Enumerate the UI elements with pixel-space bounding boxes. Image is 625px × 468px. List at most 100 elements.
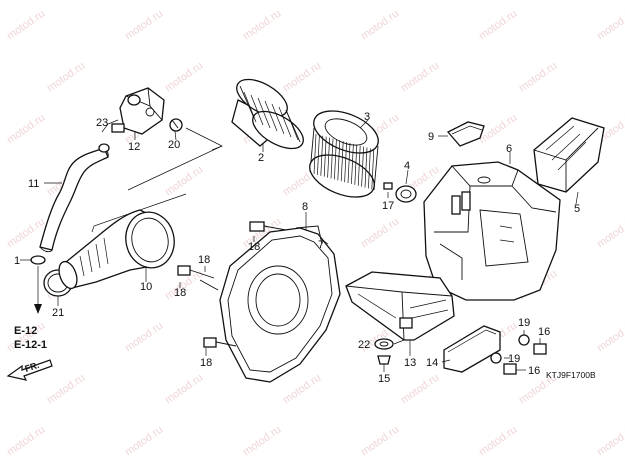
watermark-text: motod.ru — [123, 424, 165, 459]
clip-part-1 — [30, 255, 46, 265]
duct-part-5 — [533, 117, 605, 193]
bolt-part-16b — [503, 363, 517, 375]
pleat-line — [330, 138, 334, 179]
callout-16b: 16 — [528, 365, 540, 377]
pleat-line — [323, 136, 327, 177]
bolt-part-18a — [249, 221, 287, 232]
mesh-line — [250, 94, 264, 126]
mesh-line — [243, 91, 257, 123]
filter-pleats — [313, 133, 375, 190]
callout-23: 23 — [96, 117, 108, 129]
callout-19a: 19 — [518, 317, 530, 329]
pleat-line — [344, 142, 347, 183]
callout-18b: 18 — [198, 254, 210, 266]
leader-lines — [20, 119, 579, 372]
callout-15: 15 — [378, 373, 390, 385]
bolt-part-17 — [383, 182, 393, 190]
watermark-text: motod.ru — [595, 320, 625, 355]
watermark-text: motod.ru — [241, 8, 283, 43]
watermark-text: motod.ru — [163, 372, 205, 407]
mesh-line — [285, 109, 299, 141]
watermark-text: motod.ru — [45, 60, 87, 95]
callout-9: 9 — [428, 131, 434, 143]
callout-22: 22 — [358, 339, 370, 351]
callout-14: 14 — [426, 357, 438, 369]
watermark-text: motod.ru — [163, 60, 205, 95]
watermark-text: motod.ru — [5, 424, 47, 459]
pleat-line — [313, 133, 317, 175]
clip-part-20 — [169, 118, 183, 132]
rubber-cap-part-9 — [446, 121, 485, 147]
watermark-text: motod.ru — [45, 372, 87, 407]
watermark-text: motod.ru — [241, 424, 283, 459]
filter-mesh — [243, 91, 299, 141]
screw-part-15 — [377, 355, 391, 365]
mesh-line — [278, 106, 292, 138]
callout-17: 17 — [382, 200, 394, 212]
callout-18c: 18 — [174, 287, 186, 299]
pleat-line — [371, 149, 375, 190]
watermark-text: motod.ru — [123, 8, 165, 43]
watermark-text: motod.ru — [359, 8, 401, 43]
drain-tray-part-13 — [345, 271, 455, 341]
pleat-line — [340, 141, 344, 182]
callout-3: 3 — [364, 111, 370, 123]
ref-e-12: E-12 — [14, 325, 37, 337]
front-direction-arrow: FR. — [6, 359, 53, 381]
bolt-part-18b — [177, 265, 215, 279]
callout-5: 5 — [574, 203, 580, 215]
intake-duct-part-10 — [58, 209, 175, 290]
watermark-text: motod.ru — [477, 424, 519, 459]
direction-label: FR. — [24, 360, 41, 374]
gasket-part-8 — [295, 225, 323, 245]
callout-7: 7 — [318, 239, 324, 251]
watermark-text: motod.ru — [359, 424, 401, 459]
watermark-text: motod.ru — [399, 372, 441, 407]
callout-labels: 1 2 3 4 5 6 7 8 9 10 11 12 13 14 15 16 1… — [14, 111, 580, 385]
watermark-text: motod.ru — [123, 320, 165, 355]
bolt-part-16a — [533, 343, 547, 355]
sensor-part-12 — [111, 87, 165, 135]
mesh-line — [264, 100, 278, 132]
watermark-text: motod.ru — [595, 8, 625, 43]
cover-part-7 — [219, 227, 341, 383]
nut-part-19b — [490, 352, 502, 364]
callout-21: 21 — [52, 307, 64, 319]
callout-11: 11 — [28, 178, 39, 190]
watermark-text: motod.ru — [595, 424, 625, 459]
pleat-line — [364, 147, 368, 188]
callout-19b: 19 — [508, 353, 520, 365]
callout-18d: 18 — [200, 357, 212, 369]
pleat-line — [368, 148, 371, 189]
bolt-part-18d — [203, 337, 237, 348]
plate-part-14 — [443, 325, 501, 373]
callout-18a: 18 — [248, 241, 260, 253]
callout-16a: 16 — [538, 326, 550, 338]
grommet-part-4 — [395, 185, 417, 203]
watermark-text: motod.ru — [281, 60, 323, 95]
callout-2: 2 — [258, 152, 264, 164]
pleat-line — [334, 139, 337, 180]
pleat-line — [327, 137, 330, 178]
nut-part-19a — [518, 334, 530, 346]
pleat-line — [317, 134, 320, 175]
filter-element-part-2 — [231, 78, 304, 150]
o-ring-part-23 — [98, 143, 110, 153]
watermark-text: motod.ru — [517, 60, 559, 95]
pleat-line — [354, 144, 358, 185]
callout-10: 10 — [140, 281, 152, 293]
callout-13: 13 — [404, 357, 416, 369]
pleat-line — [347, 142, 351, 184]
bolt-part-18c — [199, 279, 219, 291]
ref-e-12-1: E-12-1 — [14, 339, 47, 351]
callout-6: 6 — [506, 143, 512, 155]
watermark-text: motod.ru — [477, 8, 519, 43]
washer-part-22 — [374, 338, 394, 350]
callout-1: 1 — [14, 255, 20, 267]
pleat-line — [320, 135, 324, 176]
mesh-line — [257, 97, 271, 129]
callout-12: 12 — [128, 141, 140, 153]
callout-4: 4 — [404, 160, 410, 172]
watermark-text: motod.ru — [399, 60, 441, 95]
